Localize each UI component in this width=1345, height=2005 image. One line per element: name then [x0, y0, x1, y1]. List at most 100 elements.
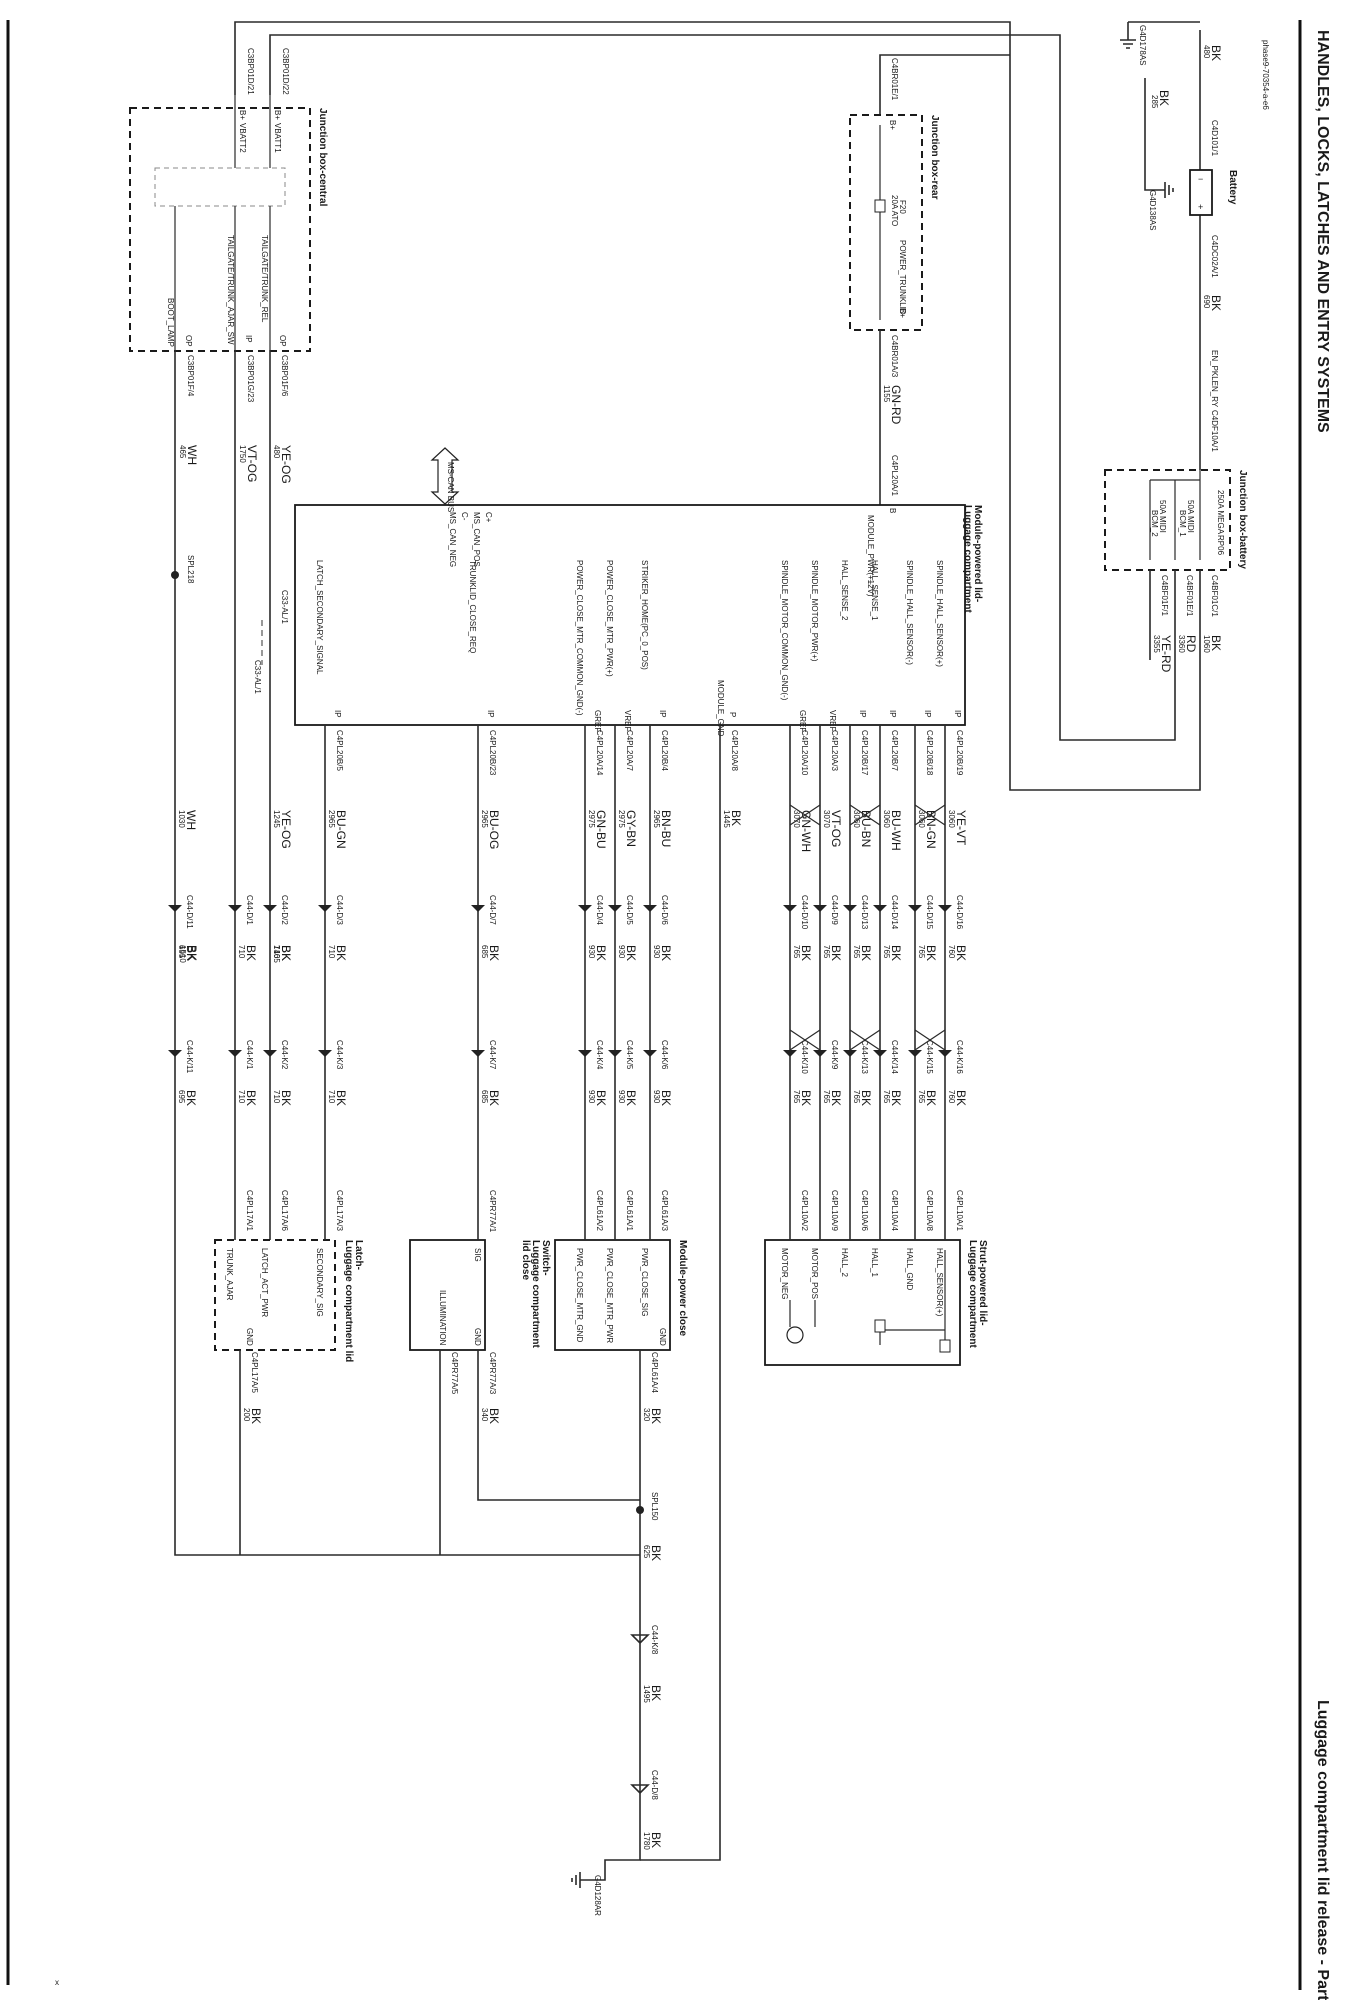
latch-pin-label: SECONDARY_SIG — [315, 1248, 324, 1317]
svg-text:3360: 3360 — [1177, 635, 1186, 653]
module-signal-label: POWER_CLOSE_MTR_PWR(+) — [605, 560, 614, 677]
inline-connector: C44-D/2 — [280, 895, 289, 925]
connector-mark — [578, 905, 592, 912]
svg-text:340: 340 — [480, 1408, 489, 1422]
wire-color: BK — [889, 945, 903, 961]
svg-text:Module-power close: Module-power close — [677, 1240, 688, 1337]
svg-text:C4BF01C/1: C4BF01C/1 — [1210, 575, 1219, 617]
header-left-title: HANDLES, LOCKS, LATCHES AND ENTRY SYSTEM… — [1314, 30, 1331, 433]
svg-text:285: 285 — [1150, 95, 1159, 109]
svg-text:C4PL17A/5: C4PL17A/5 — [250, 1352, 259, 1393]
module-connector: C4PL20B/17 — [860, 730, 869, 776]
connector-mark — [608, 905, 622, 912]
wire-number: 1465 — [272, 945, 281, 963]
svg-text:C4BR01E/1: C4BR01E/1 — [890, 58, 899, 101]
svg-text:C4DC02A/1: C4DC02A/1 — [1210, 235, 1219, 278]
wire-number: 3070 — [822, 810, 831, 828]
svg-text:RD: RD — [1184, 635, 1198, 653]
wire-number: 685 — [480, 945, 489, 959]
svg-text:50A MIDI: 50A MIDI — [1158, 500, 1167, 533]
module-signal-label: SPINDLE_HALL_SENSOR(-) — [905, 560, 914, 665]
wire-color: BK — [954, 1090, 968, 1106]
wire-number: 765 — [822, 1090, 831, 1104]
svg-text:C4BF01F/1: C4BF01F/1 — [1160, 575, 1169, 616]
device-connector: C4PL17A/6 — [280, 1190, 289, 1231]
inline-connector: C44-K/2 — [280, 1040, 289, 1070]
svg-text:480: 480 — [1202, 45, 1211, 59]
module-signal-pin: GREF — [798, 710, 807, 732]
svg-text:B+: B+ — [273, 110, 282, 120]
twisted-pair-icon — [849, 804, 881, 826]
module-connector: C4PL20A/3 — [830, 730, 839, 771]
module-signal-label: POWER_CLOSE_MTR_COMMON_GND(-) — [575, 560, 584, 716]
svg-text:B+: B+ — [888, 120, 897, 130]
module-connector: C4PL20A/10 — [800, 730, 809, 776]
wire-color: BK — [954, 945, 968, 961]
wire-number: 710 — [327, 945, 336, 959]
inline-connector: C44-D/13 — [860, 895, 869, 930]
svg-text:BK: BK — [649, 1832, 663, 1848]
wire-color: YE-OG — [279, 810, 293, 849]
device-connector: C4PL61A/1 — [625, 1190, 634, 1231]
wire-color: BK — [185, 945, 199, 961]
wire-number: 930 — [652, 1090, 661, 1104]
inline-connector: C44-K/3 — [335, 1040, 344, 1070]
svg-text:625: 625 — [642, 1545, 651, 1559]
wire-number: 765 — [822, 945, 831, 959]
svg-text:BCM_2: BCM_2 — [1150, 510, 1159, 537]
inline-connector: C44-D/4 — [595, 895, 604, 925]
svg-text:OP: OP — [184, 335, 193, 347]
svg-text:BOOT_LAMP: BOOT_LAMP — [166, 298, 175, 347]
svg-text:GND: GND — [658, 1328, 667, 1346]
wire-color: BK — [799, 945, 813, 961]
ms-can-arrow-icon: MS-CAN BUS — [430, 447, 460, 512]
module-signal-label: STRIKER_HOME(PC_0_POS) — [640, 560, 649, 670]
svg-text:3355: 3355 — [1152, 635, 1161, 653]
device-connector: C4PL17A/1 — [245, 1190, 254, 1231]
inline-connector: C44-D/11 — [185, 895, 194, 929]
wire-number: 3060 — [852, 810, 861, 828]
strut-pin-label: HALL_GND — [905, 1248, 914, 1290]
inline-connector: C44-K/13 — [860, 1040, 869, 1074]
svg-text:480: 480 — [272, 445, 281, 459]
module-signal-label: HALL_SENSE_1 — [870, 560, 879, 621]
connector-mark — [908, 905, 922, 912]
svg-text:F20: F20 — [898, 200, 907, 214]
strut-pin-label: MOTOR_POS — [810, 1248, 819, 1299]
connector-mark — [318, 1050, 332, 1057]
module-signal-pin: VREF — [828, 710, 837, 731]
wire-number: 765 — [792, 1090, 801, 1104]
ground-run: SPL150 C4PL61A/4 BK 320 C4PR77A/3 BK 340… — [239, 725, 721, 1916]
svg-text:BK: BK — [649, 1685, 663, 1701]
connector-mark — [783, 1050, 797, 1057]
svg-text:1495: 1495 — [642, 1685, 651, 1703]
svg-text:C33-AL/1: C33-AL/1 — [280, 590, 289, 624]
inline-connector: C44-K/15 — [925, 1040, 934, 1074]
wire-color: BU-BN — [859, 810, 873, 847]
module-connector: C4PL20B/5 — [335, 730, 344, 771]
svg-text:YE-RD: YE-RD — [1159, 635, 1173, 673]
module-signal-label: TRUNKLID_CLOSE_REQ — [468, 560, 477, 653]
svg-text:200: 200 — [242, 1408, 251, 1422]
svg-text:RP06: RP06 — [1216, 535, 1225, 556]
wire-color: GY-BN — [624, 810, 638, 847]
wire-number: 930 — [617, 1090, 626, 1104]
corner-mark: x — [55, 1978, 59, 1987]
wire-color: BK — [334, 945, 348, 961]
module-powered-lid: Module-powered lid- Luggage compartment … — [294, 504, 983, 737]
svg-text:C44-K/8: C44-K/8 — [650, 1625, 659, 1655]
svg-text:250A MEGA: 250A MEGA — [1216, 490, 1225, 535]
wire-color: BK — [334, 1090, 348, 1106]
svg-text:C44-D/8: C44-D/8 — [650, 1770, 659, 1800]
module-connector: C4PL20B/7 — [890, 730, 899, 771]
inline-connector: C44-D/3 — [335, 895, 344, 925]
module-signal-label: SPINDLE_MOTOR_PWR(+) — [810, 560, 819, 662]
connector-mark — [168, 905, 182, 912]
inline-connector: C44-K/6 — [660, 1040, 669, 1070]
module-signal-pin: IP — [923, 710, 932, 718]
connector-mark — [228, 1050, 242, 1057]
connector-mark — [228, 905, 242, 912]
inline-connector: C44-D/15 — [925, 895, 934, 930]
twisted-pair-icon — [914, 1029, 946, 1051]
module-signal-pin: IP — [333, 710, 342, 718]
